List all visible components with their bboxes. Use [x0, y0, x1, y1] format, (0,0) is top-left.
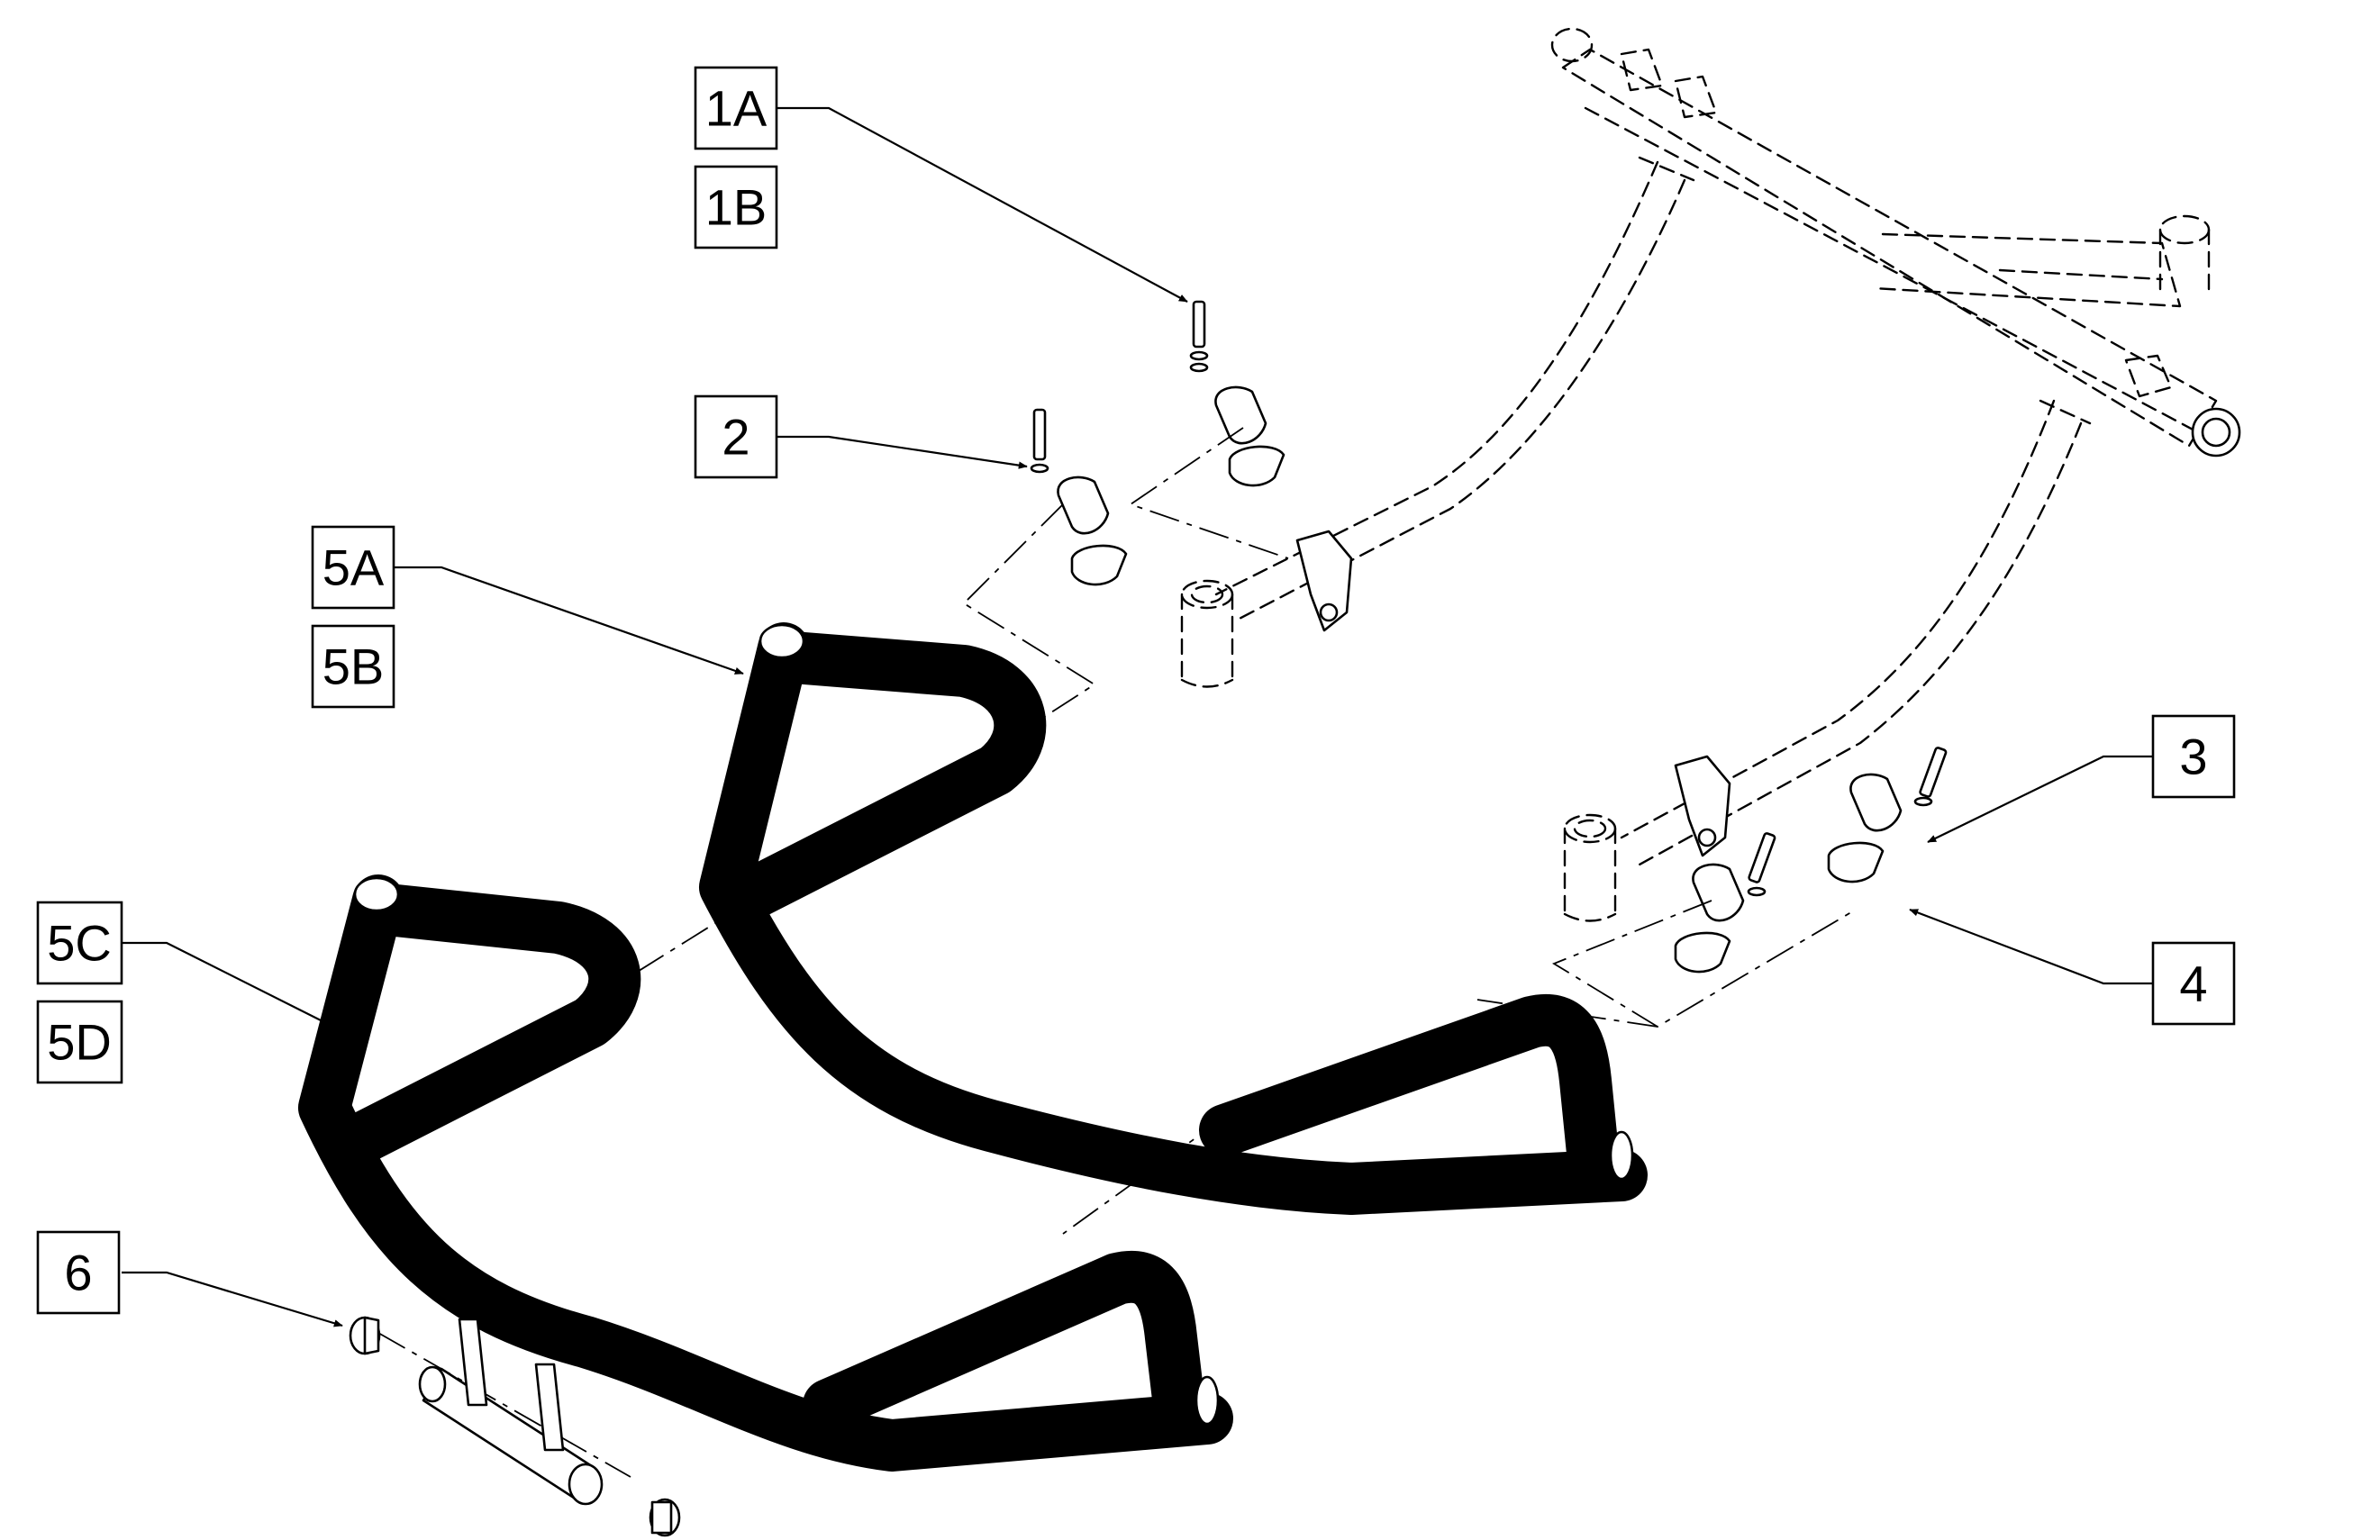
end-plug-lower	[649, 1498, 681, 1537]
svg-text:1B: 1B	[705, 179, 768, 236]
callout-3: 3	[2151, 714, 2236, 799]
clamp-upper-right	[1189, 300, 1285, 487]
anti-tip-bar-lower	[298, 874, 1233, 1506]
clamp-lower-right	[1827, 747, 1948, 883]
clamp-lower-left	[1674, 832, 1776, 974]
clamp-upper-left	[1030, 408, 1128, 586]
callout-6: 6	[36, 1230, 121, 1315]
callout-5a: 5A	[311, 525, 395, 610]
svg-text:5C: 5C	[47, 915, 112, 972]
end-plug-upper	[349, 1316, 381, 1355]
callout-2: 2	[694, 394, 778, 479]
callout-4: 4	[2151, 941, 2236, 1026]
svg-text:2: 2	[722, 409, 749, 466]
callout-5c: 5C	[36, 901, 123, 985]
svg-text:5D: 5D	[47, 1014, 112, 1071]
callout-1b: 1B	[694, 165, 778, 249]
anti-tip-bar-upper	[699, 622, 1648, 1215]
frame-assembly	[1180, 27, 2241, 922]
svg-text:4: 4	[2179, 956, 2207, 1012]
callout-5b: 5B	[311, 624, 395, 709]
callout-5d: 5D	[36, 1000, 123, 1084]
svg-text:3: 3	[2179, 729, 2207, 785]
svg-text:5A: 5A	[322, 539, 385, 596]
svg-text:5B: 5B	[322, 639, 385, 695]
leader-lines	[122, 106, 2153, 1327]
callout-1a: 1A	[694, 66, 778, 150]
svg-text:1A: 1A	[705, 80, 768, 137]
svg-text:6: 6	[64, 1245, 92, 1301]
